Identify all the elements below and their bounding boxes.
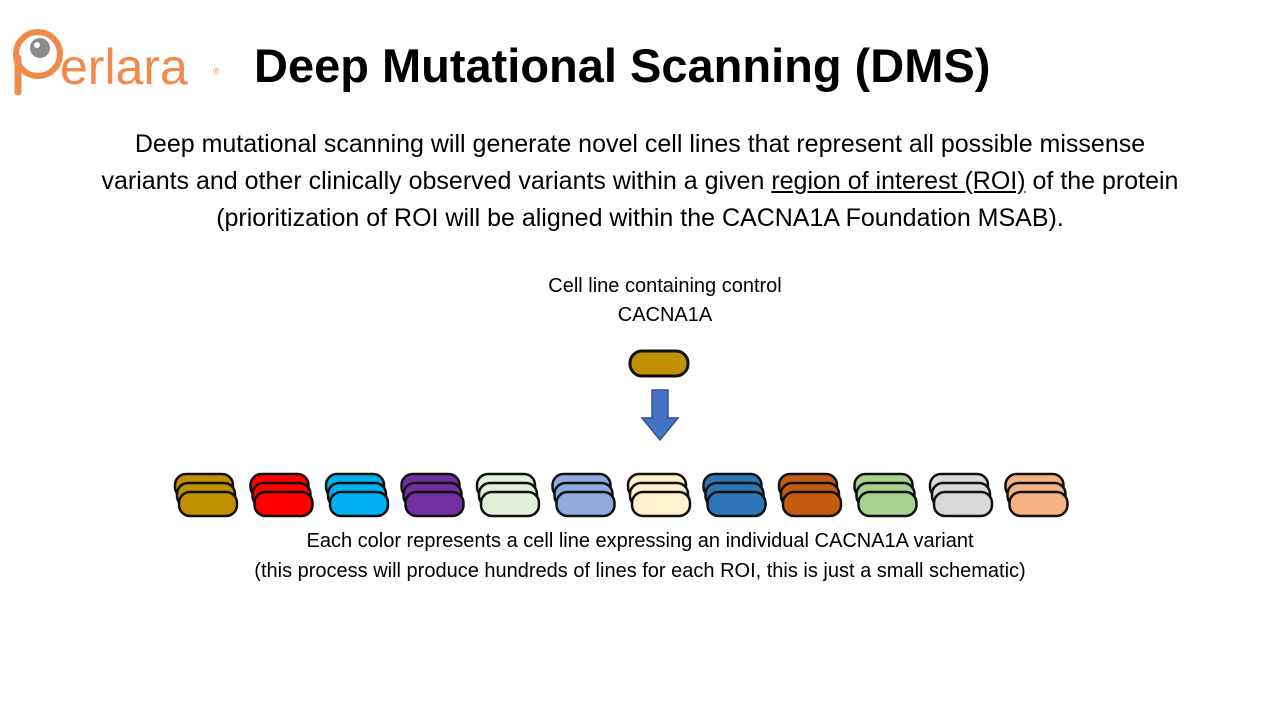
control-label-line-2: CACNA1A (617, 304, 713, 326)
variant-cell-icon (630, 490, 692, 518)
variant-cell-icon (706, 490, 767, 518)
variant-cell-icon (781, 490, 843, 518)
variant-cell-icon (404, 490, 465, 518)
variant-cell-icon (932, 490, 994, 518)
variant-cell-stack (173, 472, 239, 518)
variant-cell-icon (555, 490, 616, 518)
page-title: Deep Mutational Scanning (DMS) (254, 39, 991, 92)
variant-cell-icon (253, 490, 314, 518)
intro-line-2-start: variants and other clinically observed v… (101, 167, 772, 195)
roi-link[interactable]: region of interest (ROI) (771, 167, 1026, 195)
variant-cell-stack (1004, 472, 1069, 518)
logo-eye-highlight (34, 42, 40, 48)
variant-cell-stack (249, 472, 314, 518)
variant-cell-lines-graphic (173, 472, 1069, 518)
control-cell-icon (628, 349, 690, 378)
intro-paragraph: Deep mutational scanning will generate n… (40, 126, 1240, 237)
variant-cell-stack (551, 472, 616, 518)
variant-cell-stack (400, 472, 465, 518)
variant-cell-stack (702, 472, 767, 518)
caption-line-1: Each color represents a cell line expres… (306, 530, 974, 552)
logo-registered-mark: ® (213, 66, 220, 76)
intro-line-2-end: of the protein (1025, 167, 1179, 195)
perlara-logo-mark: erlara ® (13, 29, 220, 96)
variant-cell-icon (857, 490, 918, 518)
control-cell-label: Cell line containing control CACNA1A (490, 272, 840, 330)
logo-wordmark: erlara (60, 39, 188, 95)
variant-cell-stack (853, 472, 918, 518)
intro-line-3: (prioritization of ROI will be aligned w… (216, 204, 1064, 232)
logo-p-bowl (13, 29, 63, 79)
variant-cell-icon (479, 490, 541, 518)
control-label-line-1: Cell line containing control (548, 275, 782, 297)
variant-cell-lines (172, 464, 1082, 520)
variant-cell-icon (1008, 490, 1069, 518)
perlara-logo: erlara ® (8, 18, 228, 98)
down-arrow-icon (640, 389, 680, 442)
variant-cell-stack (475, 472, 541, 518)
variant-cell-stack (928, 472, 994, 518)
variant-cell-stack (777, 472, 843, 518)
variant-cell-stack (324, 472, 390, 518)
intro-line-2: variants and other clinically observed v… (40, 163, 1240, 200)
variant-cell-stack (626, 472, 692, 518)
caption-line-2: (this process will produce hundreds of l… (254, 560, 1026, 582)
variant-caption: Each color represents a cell line expres… (140, 526, 1140, 586)
variant-cell-icon (328, 490, 390, 518)
intro-line-1: Deep mutational scanning will generate n… (134, 130, 1146, 158)
logo-eye-icon (30, 38, 50, 58)
variant-cell-icon (177, 490, 239, 518)
